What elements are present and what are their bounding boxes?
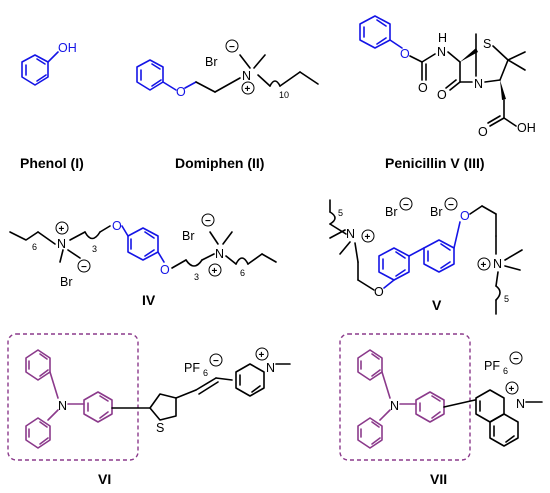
compound-vi-structure: N S N + PF 6 − VI <box>7 333 291 487</box>
domiphen-n-subscript: 10 <box>279 90 289 100</box>
v-br2-label: Br <box>430 205 443 219</box>
penicillin-o2-label: O <box>418 81 428 95</box>
penicillin-o1-label: O <box>400 47 410 61</box>
domiphen-name: Domiphen (II) <box>175 155 264 171</box>
domiphen-structure: O N + 10 Br − Domiphen (II) <box>136 39 319 171</box>
vii-name: VII <box>430 471 447 487</box>
v-name: V <box>432 297 442 313</box>
penicillin-oh-label: OH <box>517 121 536 135</box>
v-sub-5b: 5 <box>504 294 509 304</box>
svg-text:+: + <box>509 384 515 395</box>
svg-text:+: + <box>59 224 65 235</box>
vi-name: VI <box>98 471 111 487</box>
domiphen-br-label: Br <box>205 55 218 69</box>
vi-n1-label: N <box>58 399 67 413</box>
iv-o1-label: O <box>112 219 122 233</box>
compound-v-structure: 5 N + O O N + 5 Br <box>329 197 523 315</box>
compound-vii-structure: N N + PF 6 − VII <box>339 333 543 487</box>
svg-text:−: − <box>205 216 211 227</box>
vii-pf-subscript: 6 <box>503 366 508 376</box>
vi-pf-label: PF <box>184 361 200 375</box>
svg-text:−: − <box>229 42 235 53</box>
iv-n1-label: N <box>57 237 66 251</box>
vii-pf-label: PF <box>484 359 500 373</box>
iv-br1-label: Br <box>182 229 195 243</box>
v-sub-5a: 5 <box>338 208 343 218</box>
v-n2-label: N <box>493 257 502 271</box>
iv-sub-6b: 6 <box>240 268 245 278</box>
iv-sub-3b: 3 <box>194 272 199 282</box>
iv-br2-label: Br <box>60 275 73 289</box>
iv-sub-3a: 3 <box>92 244 97 254</box>
svg-text:+: + <box>259 350 265 361</box>
phenol-oh-label: OH <box>58 41 77 55</box>
svg-text:+: + <box>365 232 371 243</box>
v-n1-label: N <box>346 227 355 241</box>
iv-name: IV <box>142 292 156 308</box>
penicillin-o4-label: O <box>478 125 488 139</box>
svg-text:−: − <box>448 200 454 211</box>
phenol-structure: OH Phenol (I) <box>20 41 84 171</box>
svg-text:+: + <box>481 260 487 271</box>
svg-text:−: − <box>81 262 87 273</box>
vii-triphenylamine-box <box>339 333 471 461</box>
compound-iv-structure: 6 N + 3 O O 3 N + 6 Br − Br <box>9 213 277 308</box>
svg-text:+: + <box>212 266 218 277</box>
phenol-name: Phenol (I) <box>20 155 84 171</box>
iv-o2-label: O <box>160 263 170 277</box>
penicillin-h-label: H <box>438 31 447 45</box>
vii-n2-label: N <box>516 397 525 411</box>
vi-s-label: S <box>156 421 164 435</box>
svg-text:−: − <box>513 354 519 365</box>
penicillin-n-label: N <box>474 77 483 91</box>
iv-sub-6a: 6 <box>32 242 37 252</box>
domiphen-o-label: O <box>176 85 186 99</box>
svg-text:−: − <box>403 200 409 211</box>
v-br1-label: Br <box>385 205 398 219</box>
penicillin-nh-label: N <box>437 45 446 59</box>
domiphen-n-label: N <box>242 69 251 83</box>
svg-text:−: − <box>213 356 219 367</box>
v-o2-label: O <box>460 209 470 223</box>
vi-n2-label: N <box>266 361 275 375</box>
penicillin-name: Penicillin V (III) <box>385 155 485 171</box>
vi-triphenylamine-box <box>7 333 139 461</box>
penicillin-structure: O O N H S N O O OH Penicillin V (III) <box>359 15 536 171</box>
v-o1-label: O <box>374 285 384 299</box>
vii-n1-label: N <box>390 399 399 413</box>
svg-text:+: + <box>245 84 251 95</box>
penicillin-s-label: S <box>483 37 491 51</box>
penicillin-o3-label: O <box>437 88 447 102</box>
vi-pf-subscript: 6 <box>203 368 208 378</box>
iv-n2-label: N <box>215 247 224 261</box>
